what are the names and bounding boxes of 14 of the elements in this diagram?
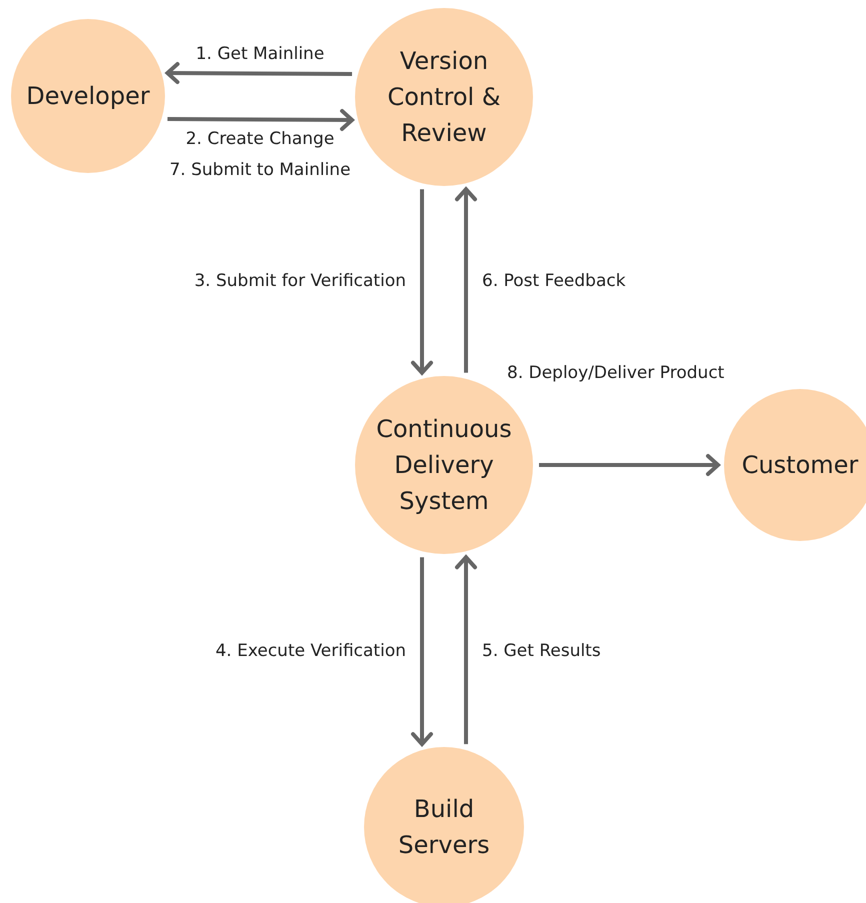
arrow xyxy=(411,189,433,375)
arrow xyxy=(455,555,477,744)
node-label: Build Servers xyxy=(397,794,491,861)
edge-label: 8. Deploy/Deliver Product xyxy=(505,362,726,384)
node-label: Version Control & Review xyxy=(386,46,502,149)
arrow xyxy=(411,557,433,746)
arrow xyxy=(165,62,352,84)
arrow xyxy=(167,108,354,131)
arrow xyxy=(539,454,720,476)
edge-label: 2. Create Change xyxy=(184,128,336,150)
node-label: Continuous Delivery System xyxy=(375,414,513,517)
node-label: Developer xyxy=(25,81,151,112)
node-label: Customer xyxy=(740,450,860,481)
arrow xyxy=(455,187,477,373)
